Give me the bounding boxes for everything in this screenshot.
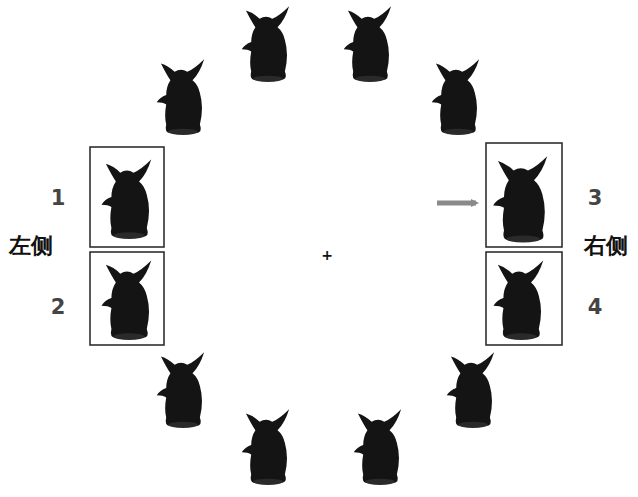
callout-number: 3 bbox=[588, 188, 603, 209]
callout-number: 1 bbox=[51, 188, 66, 209]
callout-number: 4 bbox=[588, 297, 603, 318]
side-label: 左侧 bbox=[9, 235, 53, 257]
cue-arrow bbox=[437, 201, 476, 206]
side-label: 右侧 bbox=[584, 235, 628, 257]
callout-number: 2 bbox=[51, 297, 66, 318]
highlight-boxes bbox=[90, 143, 562, 345]
figure-ring bbox=[101, 6, 547, 485]
fixation-cross: + bbox=[321, 248, 333, 262]
